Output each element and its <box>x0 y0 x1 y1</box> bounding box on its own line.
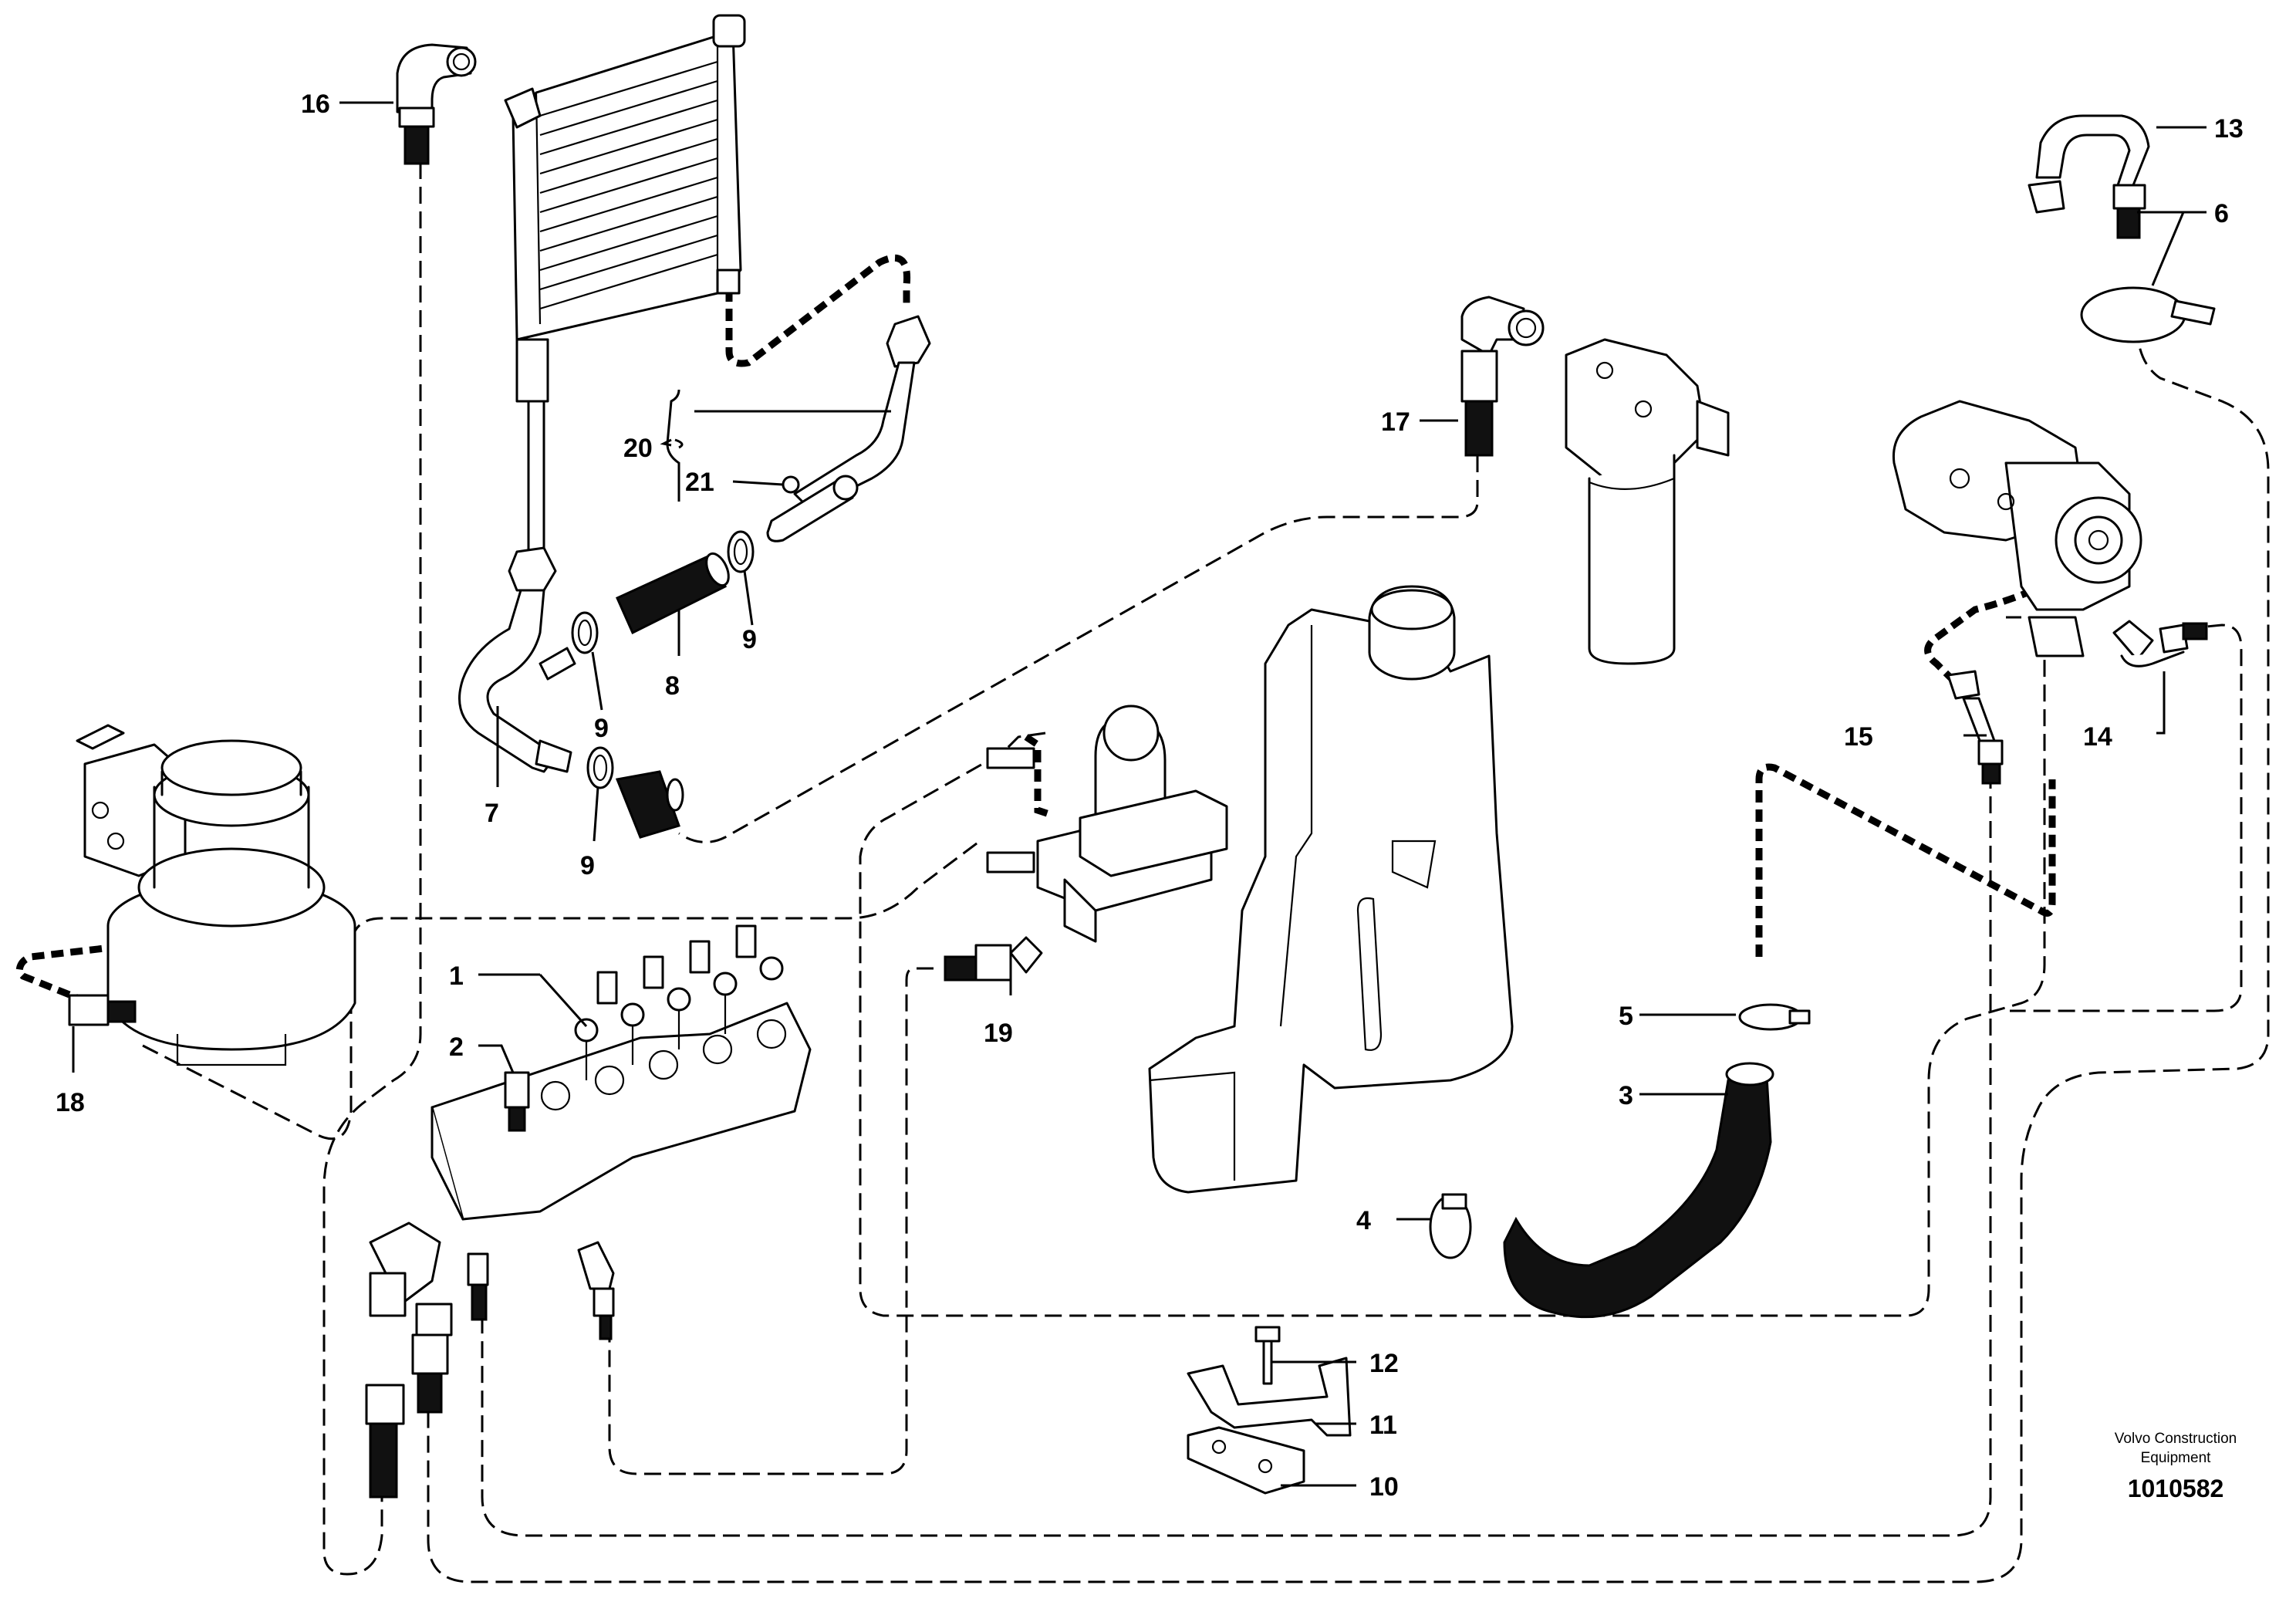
part-12-bolt <box>1254 1326 1281 1385</box>
hose-route-tank-loop <box>859 616 2046 1317</box>
part-16-elbow-fitting <box>396 43 477 165</box>
part-7-pipe <box>458 546 576 773</box>
callout-17: 17 <box>1381 407 1410 437</box>
part-1-control-valve <box>430 924 812 1221</box>
part-19-fitting <box>944 936 1043 982</box>
callout-4: 4 <box>1356 1206 1371 1235</box>
hose-routes <box>142 162 2270 1583</box>
hose-route-17-8 <box>678 455 1479 843</box>
callout-13: 13 <box>2214 114 2244 144</box>
bold-hose-3-pump <box>1755 763 2056 957</box>
hose-route-motor-18 <box>142 840 981 1140</box>
part-11-bracket <box>1187 1357 1352 1437</box>
callout-10: 10 <box>1369 1472 1399 1502</box>
hose-route-16-cooler <box>322 162 422 1576</box>
hydraulic-tank <box>1148 585 1514 1194</box>
callout-2: 2 <box>449 1032 464 1062</box>
part-14-fittings <box>2112 620 2208 667</box>
part-20-pipe <box>766 315 931 542</box>
callout-11: 11 <box>1369 1411 1397 1440</box>
callout-18: 18 <box>56 1088 85 1117</box>
callout-9-b: 9 <box>594 714 609 743</box>
callout-3: 3 <box>1619 1081 1633 1110</box>
hose-route-14-outer <box>427 323 2270 1583</box>
callout-16: 16 <box>301 90 330 119</box>
bold-hose-cooler-pipe <box>725 254 911 367</box>
callout-6: 6 <box>2214 199 2229 228</box>
callout-19: 19 <box>984 1019 1013 1048</box>
control-valve-lower-fittings <box>365 1222 615 1499</box>
part-9-hose-short <box>615 770 684 839</box>
part-2-fitting <box>504 1071 530 1132</box>
part-9-clamp-c <box>586 746 614 789</box>
callout-7: 7 <box>485 799 499 828</box>
part-8-hose <box>616 552 730 635</box>
part-4-clamp <box>1429 1193 1472 1259</box>
caption-line-2: Equipment <box>2141 1450 2212 1466</box>
part-21-o-ring <box>782 475 800 494</box>
valve-block-accumulator <box>986 705 1228 943</box>
part-9-clamp-a <box>727 530 755 573</box>
part-13-bent-pipe <box>2028 114 2150 239</box>
callout-1: 1 <box>449 961 464 991</box>
oil-cooler <box>504 14 746 557</box>
callout-9-a: 9 <box>742 625 757 654</box>
part-9-clamp-b <box>571 611 599 654</box>
part-17-elbow-fitting <box>1460 296 1545 457</box>
part-3-hose <box>1503 1062 1774 1319</box>
hose-route-19-valve <box>608 967 934 1475</box>
callout-12: 12 <box>1369 1349 1399 1378</box>
part-10-block <box>1187 1426 1305 1495</box>
hose-route-15-main <box>481 772 1992 1537</box>
callout-15: 15 <box>1844 722 1873 752</box>
callout-5: 5 <box>1619 1002 1633 1031</box>
part-18-fitting <box>68 994 137 1026</box>
callout-14: 14 <box>2083 722 2112 752</box>
callout-labels: 16 13 6 17 20 21 8 9 9 9 7 19 15 14 1 2 … <box>56 90 2244 1502</box>
hydraulic-pump <box>1892 400 2142 657</box>
return-filter <box>1565 338 1730 665</box>
part-6-cable-tie <box>2080 286 2216 343</box>
bold-hose-valve-block <box>1024 734 1051 818</box>
drawing-number: 1010582 <box>2128 1475 2224 1502</box>
leader-lines <box>72 101 2207 1487</box>
caption-line-1: Volvo Construction <box>2115 1431 2237 1447</box>
callout-9-c: 9 <box>580 851 595 880</box>
bold-hose-pump-15 <box>1924 586 2034 682</box>
part-5-clamp <box>1738 1003 1811 1031</box>
swing-motor <box>76 724 356 1066</box>
manufacturer-caption: Volvo Construction Equipment 1010582 <box>2115 1431 2237 1502</box>
part-15-fitting <box>1947 670 2004 785</box>
callout-8: 8 <box>665 671 680 701</box>
callout-21: 21 <box>685 468 714 497</box>
callout-20: 20 <box>623 434 653 463</box>
